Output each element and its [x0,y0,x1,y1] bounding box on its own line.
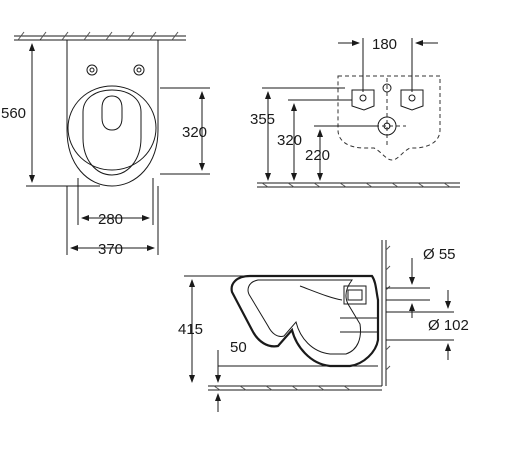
dim-560-label: 560 [1,105,26,122]
front-bowl-outer [67,85,157,171]
dim-d102-label: Ø 102 [428,317,469,334]
side-toilet-outer [230,274,380,368]
dim-280-label: 280 [98,211,123,228]
dim-220-label: 220 [305,147,330,164]
front-toilet-outline [66,40,159,187]
front-fixing-holes [86,64,145,76]
front-wall-hatch [14,31,186,41]
side-pipe-connector [343,285,367,305]
rear-toilet-outline [337,75,441,161]
side-outlet [340,317,378,333]
front-bowl-inner [82,89,142,176]
dim-370-label: 370 [98,241,123,258]
rear-floor-hatch [257,182,460,188]
dim-320-rear-label: 320 [277,132,302,149]
dim-355-label: 355 [250,111,275,128]
side-seat-line [299,285,343,301]
dim-180-label: 180 [372,36,397,53]
dim-50-label: 50 [230,339,247,356]
front-bowl-rim [101,95,123,131]
side-wall-hatch [381,240,391,386]
dim-415-label: 415 [178,321,203,338]
rear-view: 180 355 320 220 [250,36,460,188]
side-view: Ø 55 Ø 102 415 50 [178,240,469,412]
dim-320-front-label: 320 [182,124,207,141]
side-floor-hatch [208,385,382,391]
rear-bolt-plates [351,89,424,111]
dim-d55-label: Ø 55 [423,246,456,263]
front-view: 560 320 280 370 [1,31,210,258]
rear-centre-marks [368,78,406,146]
